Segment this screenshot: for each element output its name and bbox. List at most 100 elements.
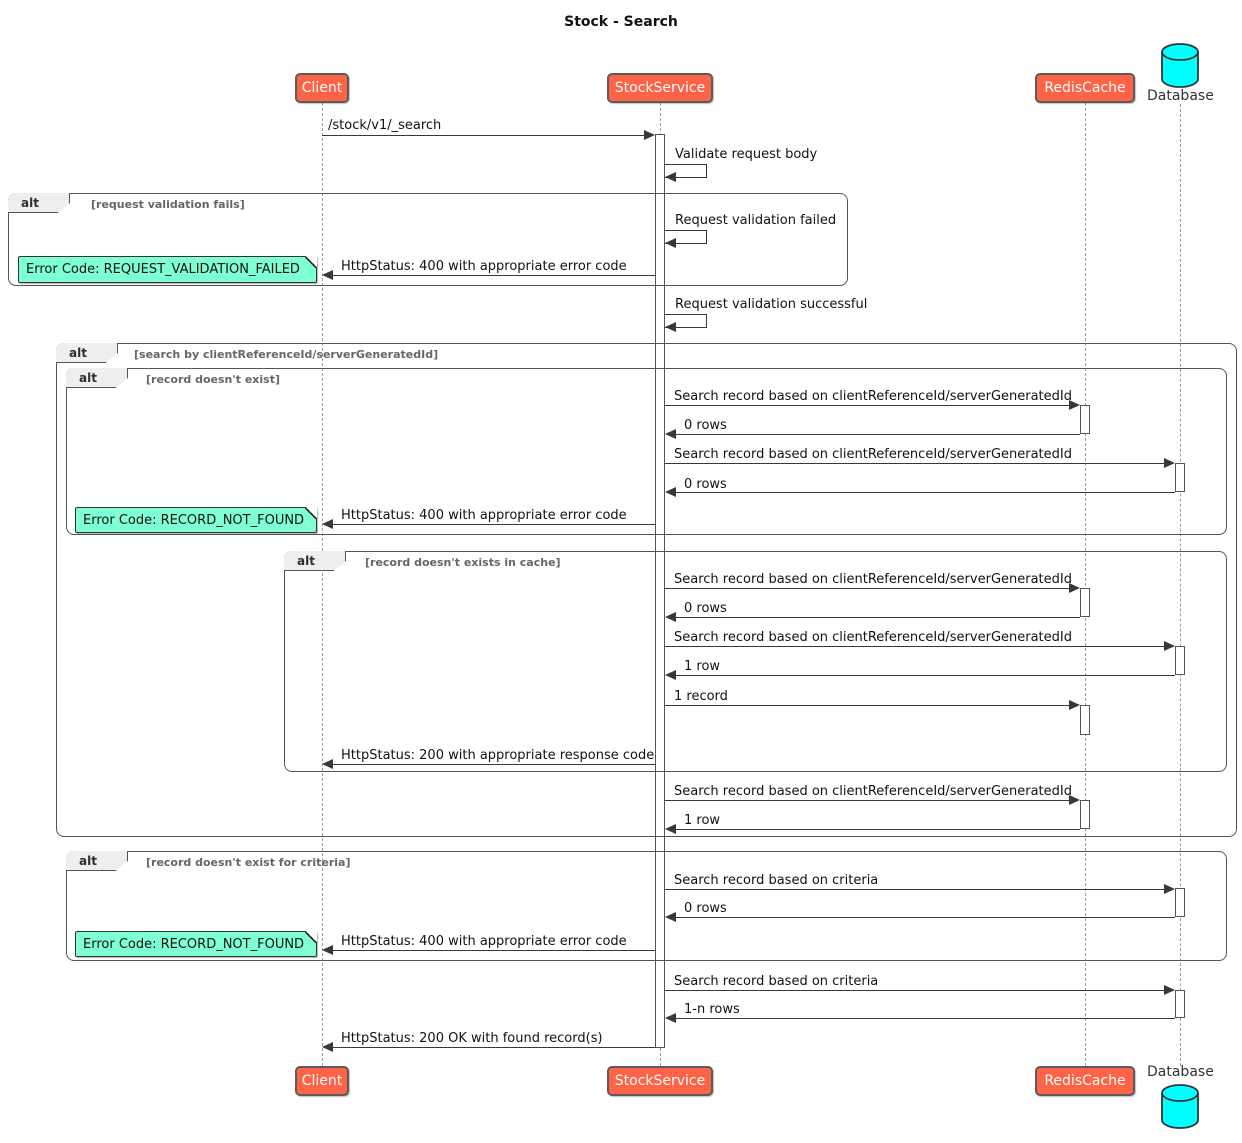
arrowhead-right-icon <box>1164 985 1175 995</box>
participant-stockservice-bottom: StockService <box>607 1066 713 1096</box>
self-message-loop <box>665 230 707 244</box>
arrowhead-right-icon <box>1069 400 1080 410</box>
note-error-code: Error Code: RECORD_NOT_FOUND <box>75 931 317 957</box>
participant-database-label-top: Database <box>1147 88 1214 104</box>
arrowhead-left-icon <box>322 270 333 280</box>
message-label: HttpStatus: 400 with appropriate error c… <box>341 934 627 949</box>
arrowhead-left-icon <box>665 612 676 622</box>
message-label: 0 rows <box>684 901 727 916</box>
message-line <box>676 829 1080 830</box>
participant-client-top: Client <box>295 73 349 103</box>
message-label: HttpStatus: 200 OK with found record(s) <box>341 1031 603 1046</box>
message-label: Search record based on clientReferenceId… <box>674 389 1072 404</box>
arrowhead-left-icon <box>665 1013 676 1023</box>
activation-database <box>1175 463 1185 492</box>
arrowhead-right-icon <box>1069 795 1080 805</box>
database-icon <box>1161 43 1199 88</box>
message-line <box>676 917 1175 918</box>
message-line <box>333 524 655 525</box>
activation-database <box>1175 888 1185 917</box>
message-line <box>665 588 1070 589</box>
activation-database <box>1175 990 1185 1018</box>
note-text: Error Code: REQUEST_VALIDATION_FAILED <box>26 262 300 277</box>
arrowhead-left-icon <box>322 519 333 529</box>
alt-operator-tab: alt <box>66 368 128 388</box>
diagram-title: Stock - Search <box>564 14 678 30</box>
participant-label: Client <box>301 80 343 96</box>
message-label: Validate request body <box>675 147 818 162</box>
arrowhead-left-icon <box>665 487 676 497</box>
note-fold-icon <box>305 256 317 268</box>
arrowhead-left-icon <box>665 429 676 439</box>
participant-rediscache-top: RedisCache <box>1035 73 1135 103</box>
note-error-code: Error Code: RECORD_NOT_FOUND <box>75 507 317 533</box>
alt-operator-label: alt <box>21 195 39 210</box>
participant-stockservice-top: StockService <box>607 73 713 103</box>
participant-client-bottom: Client <box>295 1066 349 1096</box>
activation-stockservice <box>655 134 665 1048</box>
message-line <box>665 889 1165 890</box>
message-line <box>333 950 655 951</box>
message-line <box>322 135 645 136</box>
arrowhead-right-icon <box>1069 583 1080 593</box>
message-label: 0 rows <box>684 418 727 433</box>
alt-operator-tab: alt <box>66 851 128 871</box>
message-line <box>665 800 1070 801</box>
message-label: 0 rows <box>684 477 727 492</box>
activation-rediscache <box>1080 405 1090 434</box>
arrowhead-right-icon <box>1164 458 1175 468</box>
message-line <box>333 764 655 765</box>
message-label: 1 row <box>684 813 721 828</box>
message-label: Search record based on clientReferenceId… <box>674 630 1072 645</box>
participant-rediscache-bottom: RedisCache <box>1035 1066 1135 1096</box>
message-line <box>333 1047 655 1048</box>
message-line <box>676 1018 1175 1019</box>
message-line <box>665 646 1165 647</box>
arrowhead-left-icon <box>665 824 676 834</box>
alt-frame-record-doesnt-exist-for-criteria: alt [record doesn't exist for criteria] <box>66 851 1227 961</box>
alt-condition-label: [request validation fails] <box>91 198 245 211</box>
arrowhead-left-icon <box>322 1042 333 1052</box>
arrowhead-left-icon <box>665 912 676 922</box>
arrowhead-left-icon <box>322 759 333 769</box>
message-label: Request validation failed <box>675 213 837 228</box>
alt-condition-label: [search by clientReferenceId/serverGener… <box>134 348 439 361</box>
alt-operator-label: alt <box>297 553 315 568</box>
message-label: Request validation successful <box>675 297 868 312</box>
arrowhead-left-icon <box>665 670 676 680</box>
message-line <box>676 675 1175 676</box>
message-label: 1 record <box>674 689 728 704</box>
alt-frame-record-not-in-cache: alt [record doesn't exists in cache] <box>284 551 1227 772</box>
message-line <box>665 405 1070 406</box>
arrowhead-right-icon <box>644 130 655 140</box>
message-line <box>333 275 655 276</box>
message-label: HttpStatus: 400 with appropriate error c… <box>341 259 627 274</box>
message-label: Search record based on clientReferenceId… <box>674 572 1072 587</box>
message-label: Search record based on criteria <box>674 873 879 888</box>
participant-label: RedisCache <box>1044 1073 1126 1089</box>
alt-operator-tab: alt <box>56 343 118 363</box>
message-label: 0 rows <box>684 601 727 616</box>
alt-operator-label: alt <box>79 370 97 385</box>
participant-label: StockService <box>614 80 706 96</box>
arrowhead-left-icon <box>322 945 333 955</box>
alt-condition-label: [record doesn't exist for criteria] <box>146 856 351 869</box>
message-line <box>665 463 1165 464</box>
activation-rediscache <box>1080 705 1090 735</box>
arrowhead-right-icon <box>1164 884 1175 894</box>
message-line <box>676 492 1175 493</box>
message-label: 1-n rows <box>684 1002 740 1017</box>
alt-condition-label: [record doesn't exist] <box>146 373 281 386</box>
lifeline-database <box>1180 104 1181 1066</box>
message-label: HttpStatus: 200 with appropriate respons… <box>341 748 655 763</box>
message-label: Search record based on clientReferenceId… <box>674 784 1072 799</box>
note-error-code: Error Code: REQUEST_VALIDATION_FAILED <box>18 256 317 283</box>
note-text: Error Code: RECORD_NOT_FOUND <box>83 936 305 952</box>
alt-frame-record-doesnt-exist: alt [record doesn't exist] <box>66 368 1227 535</box>
activation-database <box>1175 646 1185 675</box>
note-fold-icon <box>305 931 317 943</box>
alt-condition-label: [record doesn't exists in cache] <box>365 556 561 569</box>
participant-label: Client <box>301 1073 343 1089</box>
message-label: /stock/v1/_search <box>328 118 442 133</box>
